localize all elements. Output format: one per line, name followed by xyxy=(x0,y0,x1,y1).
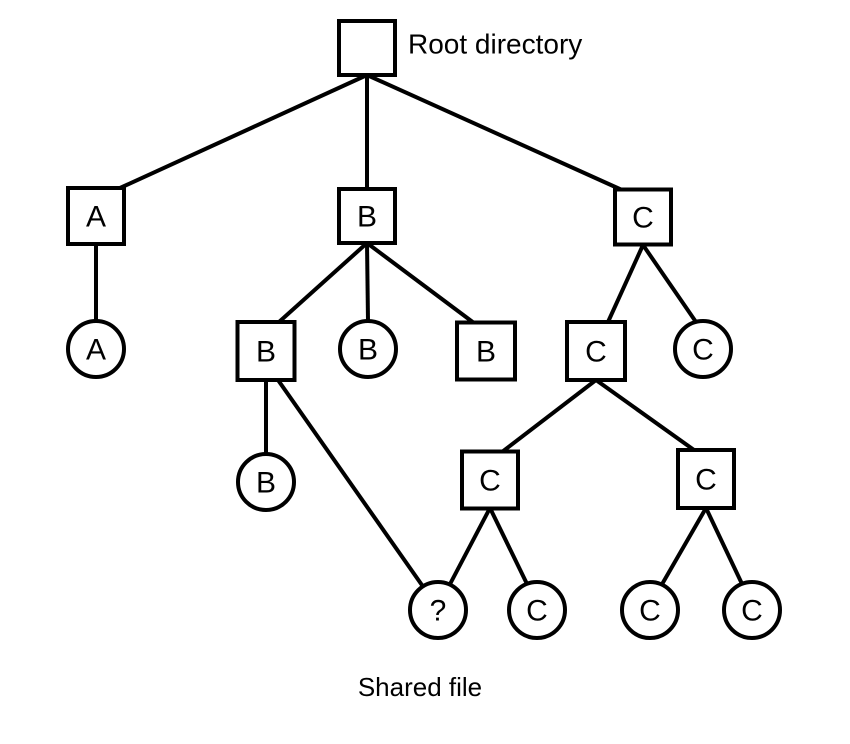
node-label-dirC3: C xyxy=(695,464,717,497)
node-label-fileC2: C xyxy=(526,595,548,628)
edge-dirC-to-fileC1 xyxy=(641,243,698,324)
edge-dirC1-to-dirC2 xyxy=(500,378,598,454)
directory-square-dirC1[interactable] xyxy=(565,320,627,382)
edge-dirC1-to-dirC3 xyxy=(594,378,696,452)
file-circle-fileC2[interactable] xyxy=(507,580,567,640)
node-fileC4[interactable]: C xyxy=(722,580,782,640)
node-label-dirC1: C xyxy=(585,336,607,369)
file-circle-fileB2[interactable] xyxy=(236,452,296,512)
node-label-fileC1: C xyxy=(692,334,714,367)
edge-dirC-to-dirC1 xyxy=(606,244,645,323)
directory-square-dirB[interactable] xyxy=(337,187,397,245)
node-root[interactable] xyxy=(337,19,397,77)
node-label-dirA: A xyxy=(86,201,106,234)
node-fileB2[interactable]: B xyxy=(236,452,296,512)
file-circle-shared[interactable] xyxy=(408,580,468,640)
file-circle-fileC1[interactable] xyxy=(673,319,733,379)
node-label-dirC: C xyxy=(632,202,654,235)
directory-square-dirC[interactable] xyxy=(613,187,673,247)
node-label-fileA1: A xyxy=(86,334,106,367)
node-label-fileC4: C xyxy=(741,595,763,628)
node-dirC3[interactable]: C xyxy=(676,448,736,510)
node-label-dirC2: C xyxy=(479,465,501,498)
directory-square-root[interactable] xyxy=(337,19,397,77)
edge-root-to-dirC xyxy=(366,73,623,192)
caption: Shared file xyxy=(358,672,482,702)
directory-square-dirB1[interactable] xyxy=(235,320,297,382)
root-label: Root directory xyxy=(408,29,582,60)
file-circle-fileB1[interactable] xyxy=(338,319,398,379)
edge-dirC2-to-shared xyxy=(447,507,492,587)
edge-root-to-dirA xyxy=(119,73,368,190)
node-label-dirB2: B xyxy=(476,336,496,369)
node-fileC3[interactable]: C xyxy=(620,580,680,640)
node-shared[interactable]: ? xyxy=(408,580,468,640)
file-circle-fileC3[interactable] xyxy=(620,580,680,640)
node-fileB1[interactable]: B xyxy=(338,319,398,379)
nodes-layer: A B C A B B B C C B C C? C C C xyxy=(66,19,782,640)
edge-dirC2-to-fileC2 xyxy=(488,507,530,587)
node-dirB[interactable]: B xyxy=(337,187,397,245)
node-dirC[interactable]: C xyxy=(613,187,673,247)
directory-square-dirB2[interactable] xyxy=(455,320,517,382)
directory-square-dirA[interactable] xyxy=(66,186,126,246)
node-dirB1[interactable]: B xyxy=(235,320,297,382)
file-circle-fileC4[interactable] xyxy=(722,580,782,640)
node-label-fileB2: B xyxy=(256,467,276,500)
edges-layer xyxy=(94,73,745,590)
directory-square-dirC3[interactable] xyxy=(676,448,736,510)
file-circle-fileA1[interactable] xyxy=(66,319,126,379)
directory-square-dirC2[interactable] xyxy=(460,449,520,511)
node-fileC1[interactable]: C xyxy=(673,319,733,379)
node-label-fileC3: C xyxy=(639,595,661,628)
edge-dirB-to-dirB1 xyxy=(277,241,369,324)
node-label-fileB1: B xyxy=(358,334,378,367)
node-fileC2[interactable]: C xyxy=(507,580,567,640)
node-label-dirB1: B xyxy=(256,336,276,369)
edge-dirC3-to-fileC4 xyxy=(704,507,745,587)
node-label-dirB: B xyxy=(357,201,377,234)
node-fileA1[interactable]: A xyxy=(66,319,126,379)
node-label-shared: ? xyxy=(430,595,447,628)
edge-dirB-to-fileB1 xyxy=(365,242,370,322)
edge-dirB-to-dirB2 xyxy=(365,241,476,325)
node-dirC2[interactable]: C xyxy=(460,449,520,511)
node-dirB2[interactable]: B xyxy=(455,320,517,382)
edge-dirC3-to-fileC3 xyxy=(659,507,708,587)
node-dirC1[interactable]: C xyxy=(565,320,627,382)
edge-dirB1-to-shared xyxy=(276,378,426,590)
node-dirA[interactable]: A xyxy=(66,186,126,246)
